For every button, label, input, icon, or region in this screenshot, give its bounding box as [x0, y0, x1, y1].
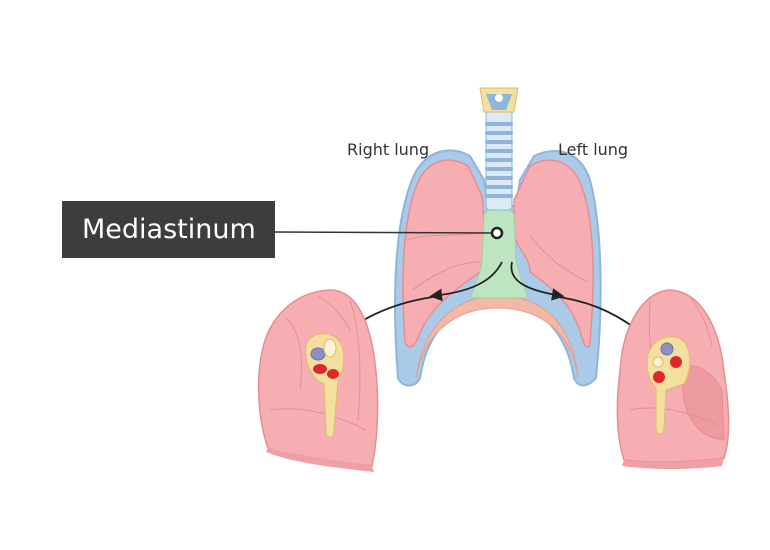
right-bronchus [323, 338, 337, 358]
right-lung-fissure-2 [411, 261, 481, 291]
callout-pointer-dot [490, 226, 504, 240]
left-lung-fissure [529, 235, 589, 283]
right-lung [402, 159, 487, 348]
trachea-rings [485, 122, 513, 198]
trachea [485, 99, 513, 211]
mediastinum-callout: Mediastinum [62, 201, 275, 258]
trachea-dot [495, 94, 503, 102]
curved-arrow-left [429, 261, 503, 302]
left-lung-label: Left lung [558, 140, 629, 159]
right-pulmonary-vein-2 [327, 369, 339, 379]
left-pulmonary-vein-1 [670, 356, 682, 368]
curved-arrow-right [510, 261, 565, 301]
diaphragm [415, 295, 579, 379]
left-pulmonary-vein-2 [653, 371, 665, 383]
left-lung-medial-view [616, 289, 730, 469]
left-pulmonary-artery [660, 342, 674, 356]
right-pulmonary-vein-1 [313, 364, 327, 374]
left-bronchus [652, 356, 664, 368]
right-lung-label: Right lung [347, 140, 430, 159]
callout-leader-line [274, 231, 497, 234]
right-lung-medial-view [257, 289, 379, 472]
right-pulmonary-artery [310, 347, 326, 361]
